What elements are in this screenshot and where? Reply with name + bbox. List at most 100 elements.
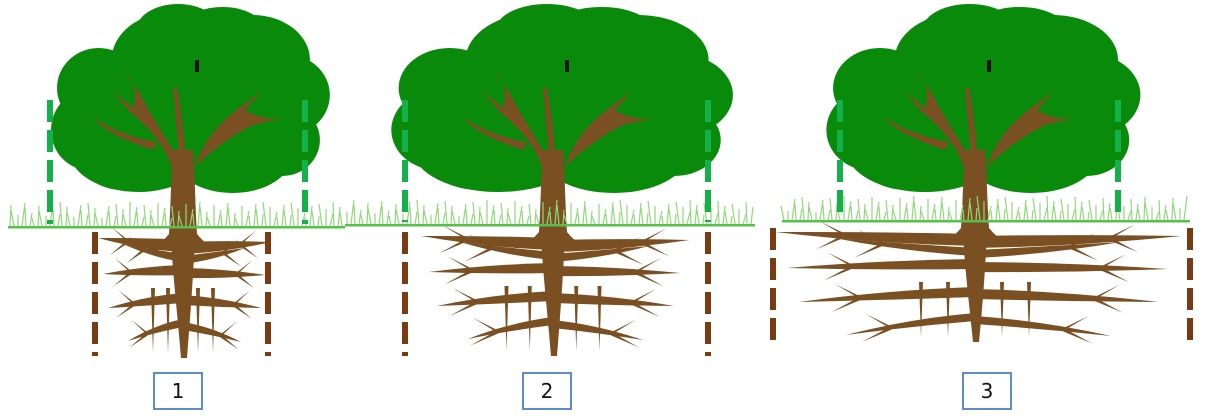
- canopy-lobe: [83, 140, 164, 190]
- root-fork: [467, 233, 493, 249]
- root-fork: [615, 236, 641, 252]
- canopy-lobe: [969, 7, 1070, 63]
- rootlet: [166, 288, 170, 353]
- root-fork: [1094, 284, 1120, 300]
- lateral-root: [183, 322, 241, 342]
- ground-line: [782, 220, 1190, 223]
- root-fork: [611, 332, 640, 348]
- root-fork: [816, 233, 846, 250]
- root-fork: [834, 284, 861, 299]
- root-fork: [126, 248, 144, 264]
- lateral-root: [108, 293, 183, 308]
- root-fork: [240, 242, 259, 259]
- figure-label-1-text: 1: [171, 379, 185, 403]
- lateral-root: [975, 316, 1112, 336]
- root-fork: [236, 272, 255, 289]
- ground-line: [8, 226, 345, 229]
- root-fork: [824, 264, 853, 281]
- lateral-root: [421, 235, 553, 250]
- trunk: [513, 150, 593, 248]
- rootlet: [504, 286, 509, 351]
- root-fork: [631, 288, 657, 304]
- root-fork: [442, 225, 468, 241]
- lateral-root: [975, 289, 1159, 302]
- root-fork: [1094, 297, 1123, 313]
- root-fork: [611, 319, 637, 335]
- root-fork: [452, 288, 478, 303]
- branch: [93, 118, 157, 150]
- lateral-root: [429, 263, 553, 274]
- root-fork: [111, 227, 128, 243]
- root-fork: [472, 317, 498, 333]
- lateral-root: [553, 266, 681, 277]
- root-fork: [223, 251, 242, 267]
- root-fork: [631, 301, 660, 317]
- rootlet: [527, 286, 532, 351]
- root-fork: [1100, 254, 1126, 270]
- lateral-root: [460, 242, 553, 260]
- canopy-mark: [195, 60, 199, 72]
- lateral-root: [787, 259, 975, 270]
- figure-label-3-text: 3: [980, 379, 994, 403]
- canopy-mark: [987, 60, 991, 72]
- root-fork: [118, 290, 135, 305]
- lateral-root: [553, 293, 674, 306]
- lateral-root: [975, 242, 1121, 258]
- root-fork: [439, 237, 468, 254]
- root-fork: [854, 242, 884, 258]
- root-fork: [819, 221, 846, 237]
- root-fork: [116, 302, 135, 318]
- root-fork: [865, 313, 891, 329]
- rootlet: [151, 288, 155, 353]
- lateral-root: [834, 238, 975, 256]
- lateral-root: [845, 313, 975, 335]
- canopy-lobe: [431, 140, 529, 190]
- branch: [979, 92, 1075, 200]
- figure-label-3: 3: [962, 372, 1012, 410]
- rootlet: [574, 286, 579, 351]
- tree-panel-3: [770, 4, 1193, 344]
- lateral-root: [183, 248, 245, 264]
- root-fork: [469, 330, 498, 346]
- lateral-root: [467, 317, 553, 339]
- root-fork: [1063, 315, 1090, 331]
- rootlet: [597, 286, 602, 351]
- root-fork: [635, 258, 661, 274]
- root-fork: [1069, 232, 1096, 248]
- canopy-mark: [565, 60, 569, 72]
- grass-blades: [346, 199, 754, 225]
- branch: [463, 118, 527, 150]
- lateral-root: [98, 237, 183, 252]
- root-fork: [129, 332, 148, 348]
- tree-panel-1: [8, 4, 345, 358]
- tree-panel-2: [345, 4, 755, 356]
- root-fork: [827, 252, 853, 268]
- root-fork: [240, 230, 257, 246]
- rootlet: [946, 282, 950, 337]
- lateral-root: [553, 239, 690, 252]
- root-fork: [236, 260, 253, 276]
- rootlet: [211, 288, 215, 353]
- root-fork: [831, 296, 861, 312]
- lateral-root: [183, 241, 271, 254]
- root-fork: [1063, 328, 1093, 344]
- canopy-lobe: [863, 140, 953, 190]
- root-fork: [1069, 245, 1099, 261]
- rootlet: [1000, 282, 1004, 337]
- lateral-root: [183, 268, 265, 279]
- canopy-lobe: [178, 7, 268, 63]
- rootlet: [196, 288, 200, 353]
- rootlet: [919, 282, 923, 337]
- root-fork: [857, 229, 884, 245]
- root-fork: [1100, 266, 1130, 283]
- grass-blades: [780, 195, 1188, 221]
- root-fork: [115, 258, 131, 274]
- root-fork: [220, 321, 237, 337]
- root-fork: [128, 235, 144, 251]
- figure-label-2: 2: [522, 372, 572, 410]
- root-fork: [233, 290, 250, 306]
- rootlet: [1027, 282, 1031, 337]
- root-fork: [109, 239, 128, 256]
- branch: [557, 92, 653, 200]
